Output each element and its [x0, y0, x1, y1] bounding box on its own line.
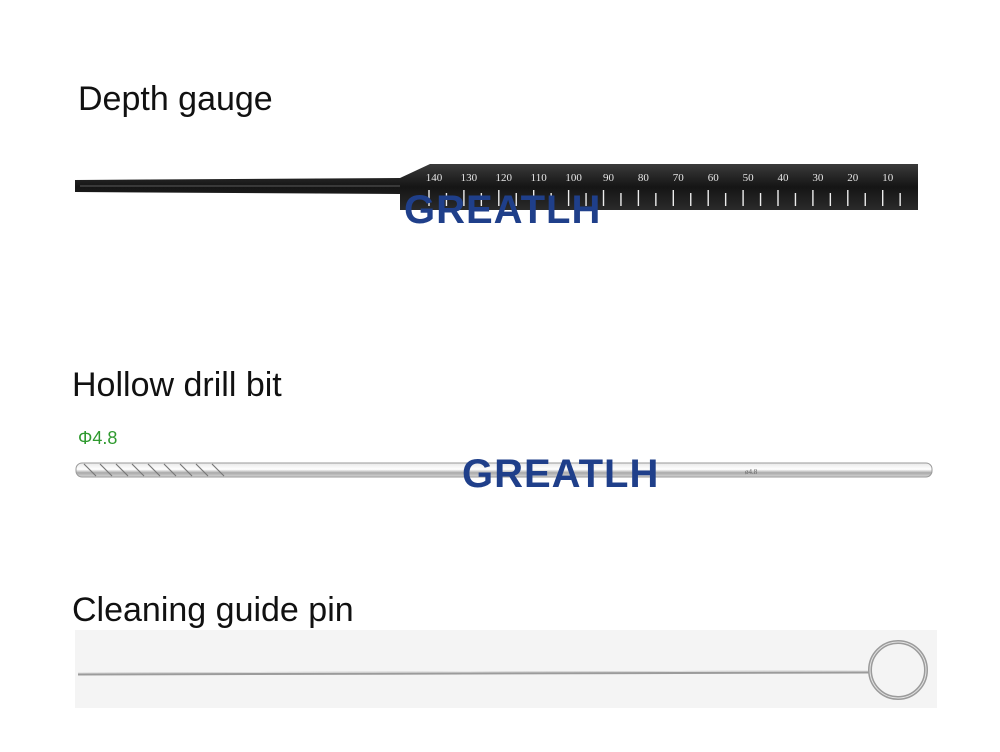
- gauge-scale-label: 10: [882, 172, 894, 184]
- cleaning-guide-pin-title: Cleaning guide pin: [72, 591, 354, 629]
- gauge-scale-label: 50: [743, 172, 755, 184]
- gauge-scale-label: 130: [461, 172, 478, 184]
- brand-watermark: GREATLH: [404, 188, 602, 232]
- depth-gauge-title: Depth gauge: [78, 80, 273, 118]
- hollow-drill-bit-title: Hollow drill bit: [72, 366, 282, 404]
- gauge-scale-label: 100: [565, 172, 582, 184]
- gauge-scale-label: 80: [638, 172, 650, 184]
- drill-size-label: Φ4.8: [78, 428, 118, 448]
- depth-gauge-image: 140 130 120 110 100 90 80 70 60 50 40 30 20 10: [75, 164, 918, 210]
- gauge-scale-label: 90: [603, 172, 615, 184]
- cleaning-guide-pin-image: [75, 630, 937, 708]
- gauge-scale-label: 140: [426, 172, 443, 184]
- gauge-scale-label: 120: [496, 172, 513, 184]
- hollow-drill-bit-image: ø4.8: [75, 462, 933, 478]
- gauge-scale-label: 30: [812, 172, 824, 184]
- gauge-scale-label: 60: [708, 172, 720, 184]
- gauge-scale-labels: 140 130 120 110 100 90 80 70 60 50 40 30 20 10: [426, 172, 894, 184]
- gauge-scale-label: 70: [673, 172, 685, 184]
- gauge-scale-label: 40: [778, 172, 790, 184]
- brand-watermark: GREATLH: [462, 452, 660, 496]
- drill-engraving: ø4.8: [745, 468, 758, 476]
- gauge-tick-marks: [428, 190, 901, 206]
- gauge-scale-label: 110: [531, 172, 548, 184]
- gauge-scale-label: 20: [847, 172, 859, 184]
